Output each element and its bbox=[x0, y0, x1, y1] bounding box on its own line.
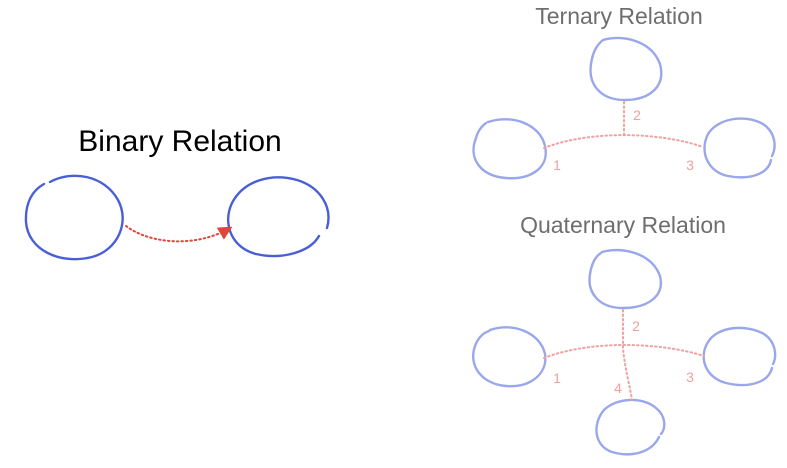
quaternary-node-left bbox=[472, 326, 547, 388]
quaternary-port-label-1: 1 bbox=[553, 370, 561, 386]
ternary-port-label-2: 2 bbox=[633, 107, 641, 123]
ternary-node-top bbox=[589, 36, 663, 102]
ternary-port-label-3: 3 bbox=[686, 157, 694, 173]
quaternary-relation-title: Quaternary Relation bbox=[520, 212, 726, 238]
quaternary-node-top bbox=[588, 248, 663, 310]
binary-node-right bbox=[227, 176, 330, 258]
quaternary-port-label-3: 3 bbox=[686, 369, 694, 385]
quaternary-port-label-2: 2 bbox=[632, 318, 640, 334]
quaternary-relation-group: Quaternary Relation 1 2 3 4 bbox=[472, 212, 777, 456]
quaternary-node-bottom bbox=[595, 398, 666, 456]
binary-node-left bbox=[24, 174, 124, 261]
ternary-port-label-1: 1 bbox=[553, 157, 561, 173]
ternary-edge-horizontal bbox=[543, 134, 704, 149]
ternary-node-right bbox=[703, 117, 776, 179]
quaternary-port-label-4: 4 bbox=[614, 380, 622, 396]
quaternary-edge-vertical bbox=[622, 309, 633, 401]
binary-relation-title: Binary Relation bbox=[78, 125, 281, 158]
ternary-relation-title: Ternary Relation bbox=[535, 3, 702, 29]
ternary-relation-group: Ternary Relation 1 2 3 bbox=[472, 3, 776, 180]
binary-relation-group: Binary Relation bbox=[24, 125, 330, 261]
ternary-node-left bbox=[472, 118, 547, 180]
quaternary-node-right bbox=[702, 326, 777, 387]
binary-relation-arrow bbox=[125, 225, 233, 243]
quaternary-edge-horizontal bbox=[543, 344, 705, 359]
